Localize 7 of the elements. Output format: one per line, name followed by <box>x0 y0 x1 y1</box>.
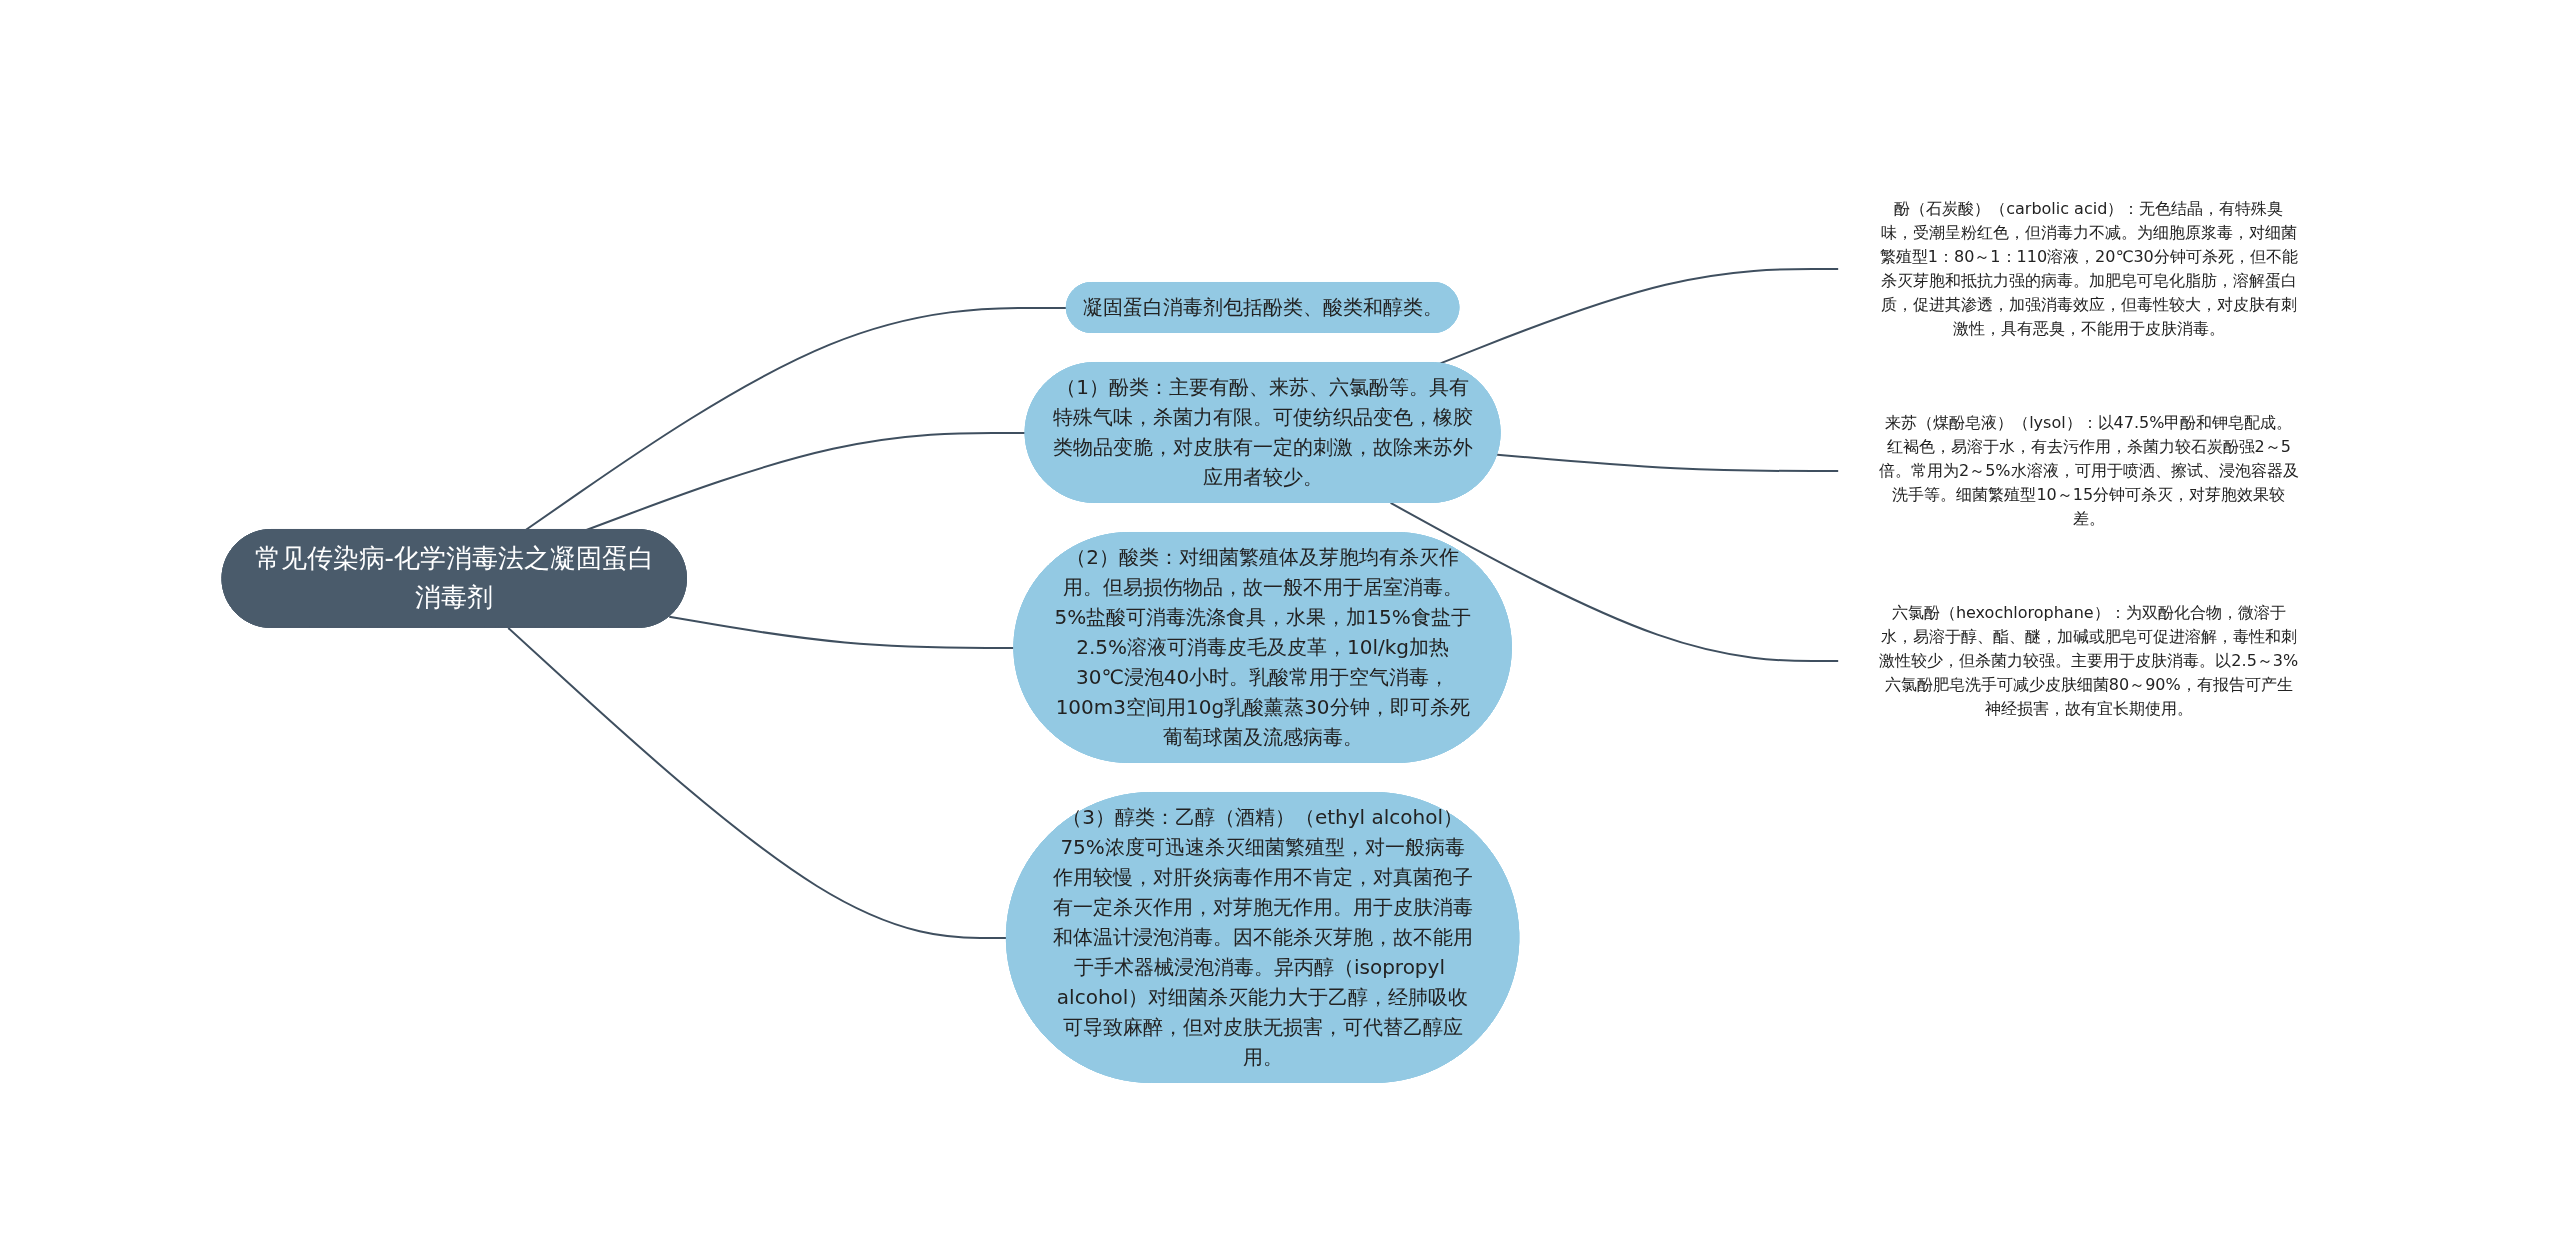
connector <box>1389 502 1840 663</box>
connector <box>1438 268 1840 365</box>
node-text: 酚（石炭酸）（carbolic acid）：无色结晶，有特殊臭味，受潮呈粉红色，但消毒力不减。为细胞原浆毒，对细菌繁殖型1：80～1：110溶液，20℃30分钟可杀死，但不能杀灭芽胞和抵抗力强的病毒。加肥皂可皂化脂肪，溶解蛋白质，促进其渗透，加强消毒效应，但毒性较大，对皮肤有刺激性，具有恶臭，不能用于皮肤消毒。 <box>1879 199 2298 339</box>
connector <box>1495 453 1840 473</box>
connector <box>506 627 1008 940</box>
node-text: 六氯酚（hexochlorophane）：为双酚化合物，微溶于水，易溶于醇、酯、醚，加碱或肥皂可促进溶解，毒性和刺激性较少，但杀菌力较强。主要用于皮肤消毒。以2.5～3%六氯酚肥皂洗手可减少皮肤细菌80～90%，有报告可产生神经损害，故有宜长期使用。 <box>1878 603 2298 719</box>
node-text: 来苏（煤酚皂液）（lysol）：以47.5%甲酚和钾皂配成。红褐色，易溶于水，有去污作用，杀菌力较石炭酚强2～5倍。常用为2～5%水溶液，可用于喷洒、擦试、浸泡容器及洗手等。细菌繁殖型10～15分钟可杀灭，对芽胞效果较差。 <box>1878 413 2299 529</box>
